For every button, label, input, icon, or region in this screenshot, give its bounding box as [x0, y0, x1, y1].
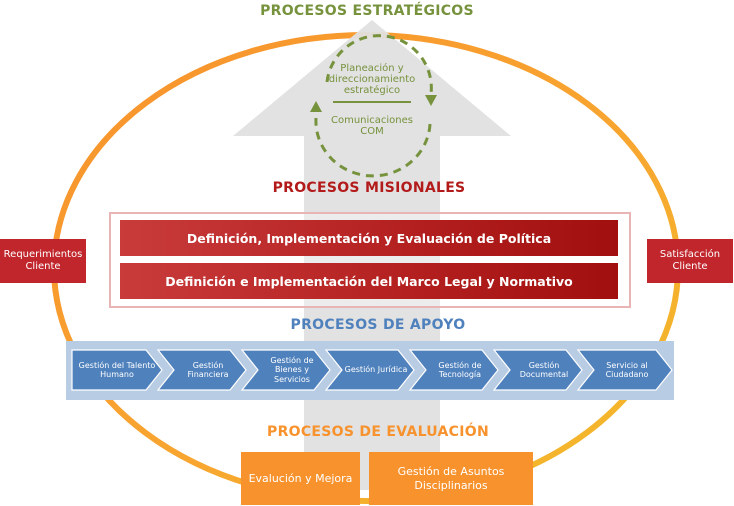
chevron-tecnologia[interactable]: [408, 349, 499, 391]
chevron-bienes-servicios[interactable]: [240, 349, 331, 391]
chevron-servicio-ciudadano[interactable]: [576, 349, 673, 391]
apoyo-label-tecnologia: Gestión de Tecnología: [438, 360, 482, 380]
cycle-arrowhead-left: [310, 101, 322, 112]
mision-bar-politica[interactable]: Definición, Implementación y Evaluación …: [120, 220, 618, 256]
apoyo-label-servicio-ciudadano: Servicio al Ciudadano: [605, 360, 649, 380]
cycle-arrowhead-right: [425, 95, 437, 106]
apoyo-label-juridica: Gestión Jurídica: [344, 365, 408, 375]
chevron-juridica[interactable]: [324, 349, 415, 391]
asuntos-disciplinarios-box[interactable]: Gestión de Asuntos Disciplinarios: [369, 452, 533, 505]
heading-procesos-apoyo: PROCESOS DE APOYO: [290, 317, 466, 333]
requerimientos-cliente-box[interactable]: Requerimientos Cliente: [0, 239, 86, 283]
planeacion-label: Planeación y direccionamiento estratégic…: [328, 63, 416, 96]
heading-procesos-estrategicos: PROCESOS ESTRATÉGICOS: [260, 3, 474, 19]
satisfaccion-cliente-box[interactable]: Satisfacción Cliente: [647, 239, 733, 283]
apoyo-label-talento-humano: Gestión del Talento Humano: [78, 360, 156, 380]
strategic-divider: [333, 101, 411, 103]
heading-procesos-misionales: PROCESOS MISIONALES: [272, 180, 466, 196]
apoyo-label-bienes-servicios: Gestión de Bienes y Servicios: [270, 355, 314, 384]
chevron-documental[interactable]: [492, 349, 583, 391]
apoyo-label-documental: Gestión Documental: [519, 360, 569, 380]
chevron-talento-humano[interactable]: [71, 349, 163, 391]
mision-bar-marco-legal[interactable]: Definición e Implementación del Marco Le…: [120, 263, 618, 299]
apoyo-label-financiera: Gestión Financiera: [187, 360, 229, 380]
strategic-cycle: [314, 34, 433, 178]
comunicaciones-label: Comunicaciones COM: [330, 115, 414, 137]
chevron-financiera[interactable]: [156, 349, 247, 391]
heading-procesos-evaluacion: PROCESOS DE EVALUACIÓN: [267, 424, 489, 440]
evaluacion-mejora-box[interactable]: Evalución y Mejora: [241, 452, 360, 505]
